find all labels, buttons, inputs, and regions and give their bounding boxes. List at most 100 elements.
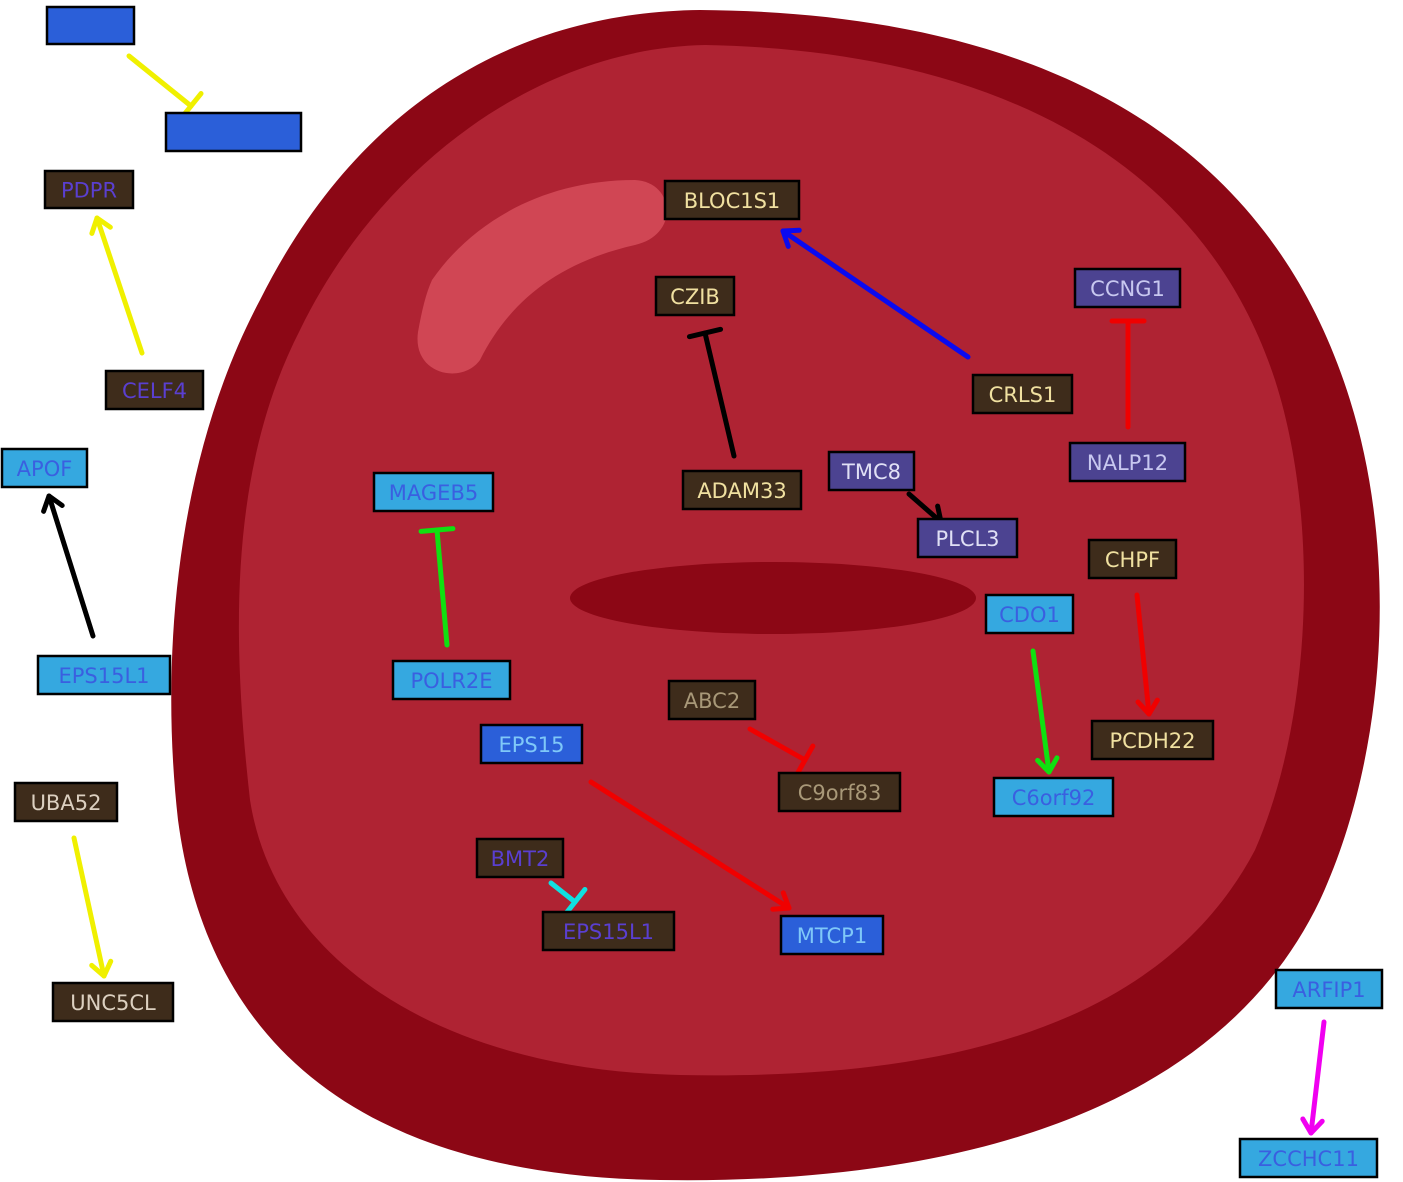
edge-line xyxy=(71,835,107,979)
edge-line xyxy=(94,215,145,356)
gene-box xyxy=(36,654,172,696)
gene-label: EPS15 xyxy=(499,733,565,757)
gene-node-uba52: UBA52 xyxy=(13,781,119,823)
gene-box xyxy=(827,450,916,492)
gene-box xyxy=(663,179,801,221)
gene-box xyxy=(391,659,512,701)
gene-node-celf4: CELF4 xyxy=(104,369,205,411)
gene-label: BMT2 xyxy=(491,847,550,871)
inhibition-bar xyxy=(686,326,724,340)
gene-node-adam33: ADAM33 xyxy=(681,469,803,511)
gene-label: ZCCHC11 xyxy=(1258,1147,1359,1171)
gene-box xyxy=(1068,441,1187,483)
gene-node-c9orf83: C9orf83 xyxy=(777,771,902,813)
gene-box xyxy=(45,5,136,46)
gene-box xyxy=(1073,267,1182,309)
gene-box xyxy=(1087,538,1178,580)
nucleus xyxy=(570,562,976,634)
edge-adam33-to-czib xyxy=(686,326,737,459)
gene-node-polr2e: POLR2E xyxy=(391,659,512,701)
gene-label: CDO1 xyxy=(999,603,1060,627)
inhibition-bar xyxy=(418,526,456,534)
gene-label: ARFIP1 xyxy=(1292,978,1365,1002)
gene-box xyxy=(1238,1137,1379,1179)
gene-box xyxy=(372,471,495,513)
gene-box xyxy=(13,781,119,823)
edge-cdo1-to-c6orf92 xyxy=(1030,648,1060,775)
edge-eps15-to-mtcp1 xyxy=(588,779,792,912)
gene-node-nalp12: NALP12 xyxy=(1068,441,1187,483)
gene-label: EPS15L1 xyxy=(563,920,654,944)
edge-crls1-to-bloc1s1 xyxy=(780,227,971,360)
gene-label: BLOC1S1 xyxy=(684,189,781,213)
edge-line xyxy=(434,527,450,648)
gene-label: PLCL3 xyxy=(935,527,999,551)
gene-node-arfip1: ARFIP1 xyxy=(1274,968,1384,1010)
edge-line xyxy=(46,493,96,639)
gene-label: NALP12 xyxy=(1087,451,1168,475)
gene-label: PDPR xyxy=(61,179,117,203)
gene-box xyxy=(984,593,1075,635)
gene-box xyxy=(777,771,902,813)
gene-box xyxy=(916,517,1019,559)
inhibition-bar xyxy=(794,743,816,777)
gene-node-apof: APOF xyxy=(0,447,89,489)
gene-box xyxy=(104,369,205,411)
arrowhead xyxy=(1135,697,1160,717)
gene-node-crls1: CRLS1 xyxy=(971,373,1074,415)
edges xyxy=(41,53,1327,1136)
gene-label: ADAM33 xyxy=(697,479,786,503)
arrowhead xyxy=(89,215,113,236)
gene-node-chpf: CHPF xyxy=(1087,538,1178,580)
gene-box xyxy=(0,447,89,489)
gene-node-bloc1s1: BLOC1S1 xyxy=(663,179,801,221)
gene-node-eps15: EPS15 xyxy=(479,723,584,765)
gene-label: MAGEB5 xyxy=(389,481,478,505)
gene-node-mageb5: MAGEB5 xyxy=(372,471,495,513)
gene-box xyxy=(992,776,1115,818)
edge-line xyxy=(1308,1019,1327,1136)
gene-label: TMC8 xyxy=(841,460,901,484)
gene-box xyxy=(681,469,803,511)
edge-arfip1-to-zcchc11 xyxy=(1300,1019,1327,1136)
edge-nalp12-to-ccng1 xyxy=(1109,318,1147,430)
gene-box xyxy=(971,373,1074,415)
arrowhead xyxy=(41,493,65,514)
edge-line xyxy=(702,330,737,459)
gene-label: CZIB xyxy=(670,285,720,309)
gene-node-c6orf92: C6orf92 xyxy=(992,776,1115,818)
gene-node-tmc8: TMC8 xyxy=(827,450,916,492)
gene-box xyxy=(541,910,676,952)
gene-label: CHPF xyxy=(1105,548,1160,572)
edge-line xyxy=(1134,592,1152,717)
cell-highlight xyxy=(417,180,667,374)
gene-label: CCNG1 xyxy=(1090,277,1165,301)
gene-label: MTCP1 xyxy=(797,924,867,948)
edge-eps15l1_left-to-apof xyxy=(41,493,96,639)
gene-label: ABC2 xyxy=(684,689,740,713)
edge-celf4-to-pdpr xyxy=(89,215,145,356)
gene-label: C9orf83 xyxy=(798,781,882,805)
gene-node-n1 xyxy=(45,5,136,46)
edge-polr2e-to-mageb5 xyxy=(418,526,456,648)
gene-box xyxy=(479,723,584,765)
edge-n1-to-n2 xyxy=(126,53,204,121)
gene-node-pcdh22: PCDH22 xyxy=(1090,719,1215,761)
gene-box xyxy=(43,169,135,210)
gene-label: UNC5CL xyxy=(70,991,156,1015)
edge-line xyxy=(548,880,578,905)
gene-node-ccng1: CCNG1 xyxy=(1073,267,1182,309)
gene-node-mtcp1: MTCP1 xyxy=(779,914,885,956)
arrowhead xyxy=(780,227,802,249)
edge-line xyxy=(1030,648,1052,775)
edge-uba52-to-unc5cl xyxy=(71,835,114,979)
gene-node-n2 xyxy=(164,111,303,153)
arrowhead xyxy=(1300,1116,1325,1136)
gene-node-bmt2: BMT2 xyxy=(475,837,565,879)
arrowhead xyxy=(1035,755,1060,775)
arrowhead xyxy=(89,958,114,979)
arrowhead xyxy=(770,890,792,912)
gene-box xyxy=(654,275,736,317)
